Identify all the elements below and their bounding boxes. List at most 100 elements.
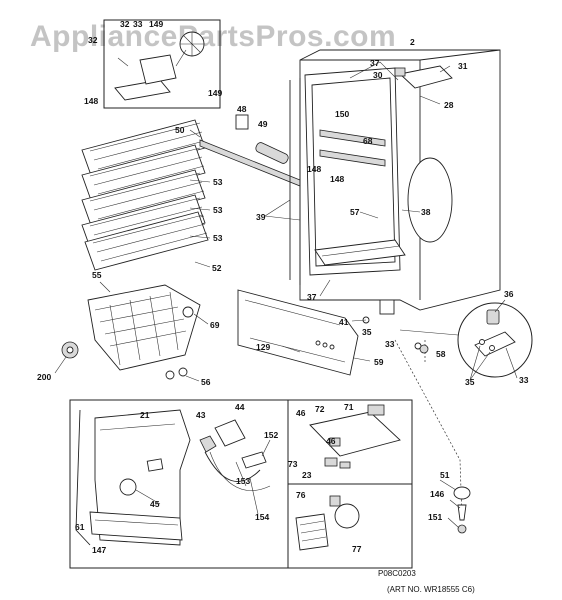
control-panel [94,409,191,546]
svg-text:2: 2 [410,37,415,47]
svg-text:147: 147 [92,545,106,555]
leveling-screw [457,504,467,521]
svg-text:58: 58 [436,349,446,359]
svg-text:56: 56 [201,377,211,387]
control-knob [119,478,137,496]
svg-text:23: 23 [302,470,312,480]
svg-text:39: 39 [256,212,266,222]
svg-text:38: 38 [421,207,431,217]
fan-motor-box [103,19,221,109]
part-58 [419,344,429,354]
svg-text:44: 44 [235,402,245,412]
svg-text:59: 59 [374,357,384,367]
svg-text:53: 53 [213,205,223,215]
callout-labels: 32 33 149 32 149 148 2 37 30 31 28 48 49… [37,19,529,594]
diagram-code: P08C0203 [378,569,416,578]
svg-text:53: 53 [213,177,223,187]
cabinet-port [407,157,453,243]
svg-text:41: 41 [339,317,349,327]
control-trim [89,511,183,541]
control-cord [75,409,91,546]
svg-text:53: 53 [213,233,223,243]
svg-text:35: 35 [362,327,372,337]
leg-guide-line [394,339,463,521]
rail-roller [255,142,289,164]
thermostat [214,419,246,447]
svg-text:43: 43 [196,410,206,420]
svg-text:68: 68 [363,136,373,146]
svg-text:28: 28 [444,100,454,110]
svg-text:72: 72 [315,404,325,414]
svg-text:32: 32 [88,35,98,45]
svg-text:31: 31 [458,61,468,71]
svg-text:153: 153 [236,476,250,486]
svg-text:149: 149 [149,19,163,29]
basket [87,284,201,380]
svg-text:33: 33 [519,375,529,385]
svg-text:37: 37 [307,292,317,302]
hinge-screw [394,67,406,77]
rail-clip [235,114,249,130]
svg-text:69: 69 [210,320,220,330]
svg-text:45: 45 [150,499,160,509]
hinge-detail-inset [399,302,533,378]
callout-33-top: 32 [120,19,130,29]
lower-hinge [379,299,395,315]
shelf-2 [81,144,206,204]
shelf-3 [81,169,206,229]
svg-text:150: 150 [335,109,349,119]
svg-text:37: 37 [370,58,380,68]
fan-bracket [114,79,171,101]
leveling-foot [457,524,467,534]
svg-text:57: 57 [350,207,360,217]
leader-lines [54,61,518,528]
light-cover [295,513,329,551]
svg-text:46: 46 [296,408,306,418]
wire-shelves [81,119,209,271]
kickplate [237,289,359,376]
svg-text:35: 35 [465,377,475,387]
svg-text:51: 51 [440,470,450,480]
svg-text:73: 73 [288,459,298,469]
svg-text:61: 61 [75,522,85,532]
svg-text:148: 148 [84,96,98,106]
svg-text:49: 49 [258,119,268,129]
top-hinge [399,65,453,89]
inner-rail-lower [319,149,386,167]
svg-text:55: 55 [92,270,102,280]
door-bottom-trim [314,239,406,266]
bottom-control-inset [69,399,289,569]
svg-text:151: 151 [428,512,442,522]
switch-bracket [309,411,401,457]
shelf-5 [84,211,209,271]
svg-text:46: 46 [326,436,336,446]
svg-text:76: 76 [296,490,306,500]
svg-text:200: 200 [37,372,51,382]
hinge-detail-circle [457,302,533,378]
basket-stop [182,306,194,318]
art-number: (ART NO. WR18555 C6) [387,585,475,594]
svg-text:71: 71 [344,402,354,412]
fan-motor-inset [103,19,221,109]
svg-text:30: 30 [373,70,383,80]
svg-text:33: 33 [385,339,395,349]
svg-text:129: 129 [256,342,270,352]
svg-text:52: 52 [212,263,222,273]
svg-text:48: 48 [237,104,247,114]
inner-rail-upper [319,129,386,147]
svg-text:77: 77 [352,544,362,554]
svg-text:33: 33 [133,19,143,29]
svg-text:152: 152 [264,430,278,440]
watermark-text: AppliancePartsPros.com [30,20,396,53]
svg-text:148: 148 [307,164,321,174]
svg-text:148: 148 [330,174,344,184]
leveling-cap [453,486,471,500]
fan-motor [139,54,177,85]
svg-text:154: 154 [255,512,269,522]
cabinet [289,49,501,350]
light-bulb [334,503,360,529]
svg-text:149: 149 [208,88,222,98]
bulb-box [287,483,413,569]
svg-text:36: 36 [504,289,514,299]
